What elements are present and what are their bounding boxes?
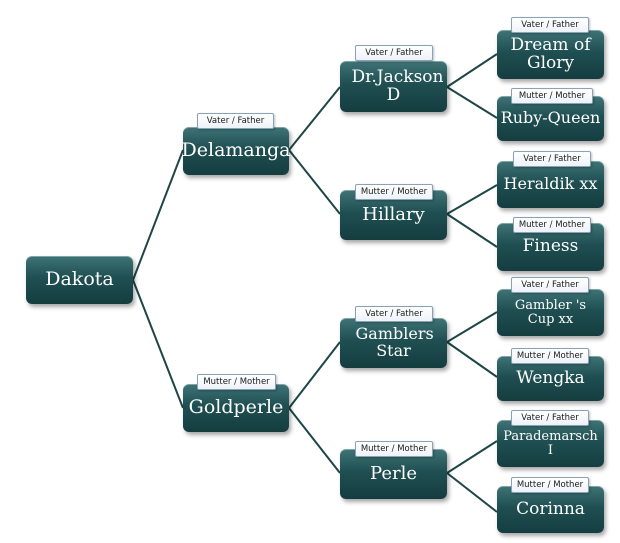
- tag-fm-father: Vater / Father: [513, 151, 591, 167]
- tag-ff-mother: Mutter / Mother: [511, 88, 593, 104]
- node-ff-name: Dr.Jackson D: [351, 66, 444, 105]
- connector-fm-b: [446, 213, 498, 248]
- node-father[interactable]: Delamanga: [181, 127, 291, 175]
- node-mother-name: Goldperle: [188, 396, 284, 419]
- node-mother[interactable]: Goldperle: [183, 384, 289, 432]
- node-mm-mother-name: Corinna: [516, 498, 585, 519]
- node-mf[interactable]: Gamblers Star: [340, 318, 447, 368]
- connector-mf-b: [446, 341, 498, 378]
- tag-mm-father: Vater / Father: [511, 410, 589, 426]
- tag-mm-mother: Mutter / Mother: [511, 477, 589, 493]
- node-ff-father[interactable]: Dream of Glory: [497, 30, 604, 79]
- node-mm-name: Perle: [370, 462, 417, 484]
- tag-mf-father: Vater / Father: [511, 277, 589, 293]
- tag-mf: Vater / Father: [355, 306, 433, 322]
- node-ff-mother-name: Ruby-Queen: [500, 108, 601, 128]
- node-mf-mother-name: Wengka: [516, 367, 585, 388]
- node-mm[interactable]: Perle: [340, 449, 447, 499]
- tag-mm: Mutter / Mother: [355, 441, 433, 457]
- node-mf-father-name: Gambler 's Cup xx: [514, 297, 587, 327]
- node-father-name: Delamanga: [181, 139, 291, 162]
- tag-fm-mother: Mutter / Mother: [513, 217, 591, 233]
- node-ff-father-name: Dream of Glory: [510, 34, 591, 73]
- node-root[interactable]: Dakota: [26, 256, 133, 304]
- node-fm-father[interactable]: Heraldik xx: [497, 161, 604, 208]
- node-mf-father[interactable]: Gambler 's Cup xx: [497, 289, 604, 336]
- node-root-name: Dakota: [45, 268, 114, 291]
- tag-fm: Mutter / Mother: [355, 184, 433, 200]
- connector-mm-a: [446, 440, 498, 474]
- node-fm-name: Hillary: [362, 203, 425, 225]
- node-mm-mother[interactable]: Corinna: [497, 486, 604, 533]
- connector-fm-a: [446, 184, 498, 215]
- connector-mother-mm: [288, 407, 341, 474]
- tag-mother: Mutter / Mother: [197, 374, 276, 390]
- connector-mother-mf: [288, 341, 341, 409]
- tag-ff-father: Vater / Father: [511, 17, 589, 33]
- tag-mf-mother: Mutter / Mother: [511, 348, 589, 364]
- node-ff[interactable]: Dr.Jackson D: [340, 61, 447, 112]
- connector-ff-b: [446, 86, 498, 119]
- tag-father: Vater / Father: [197, 113, 274, 129]
- connector-mm-b: [446, 472, 498, 513]
- tag-ff: Vater / Father: [355, 45, 433, 61]
- node-mm-father-name: Parademarsch I: [503, 428, 598, 458]
- node-fm-mother-name: Finess: [522, 236, 579, 257]
- node-mf-name: Gamblers Star: [355, 324, 434, 360]
- connector-mf-a: [446, 311, 498, 343]
- node-fm-father-name: Heraldik xx: [503, 174, 598, 194]
- connector-father-ff: [288, 86, 341, 151]
- connector-root-father: [132, 149, 184, 281]
- connector-ff-a: [446, 53, 498, 88]
- connector-root-mother: [132, 279, 184, 409]
- connector-father-fm: [288, 149, 341, 215]
- node-mm-father[interactable]: Parademarsch I: [497, 420, 604, 467]
